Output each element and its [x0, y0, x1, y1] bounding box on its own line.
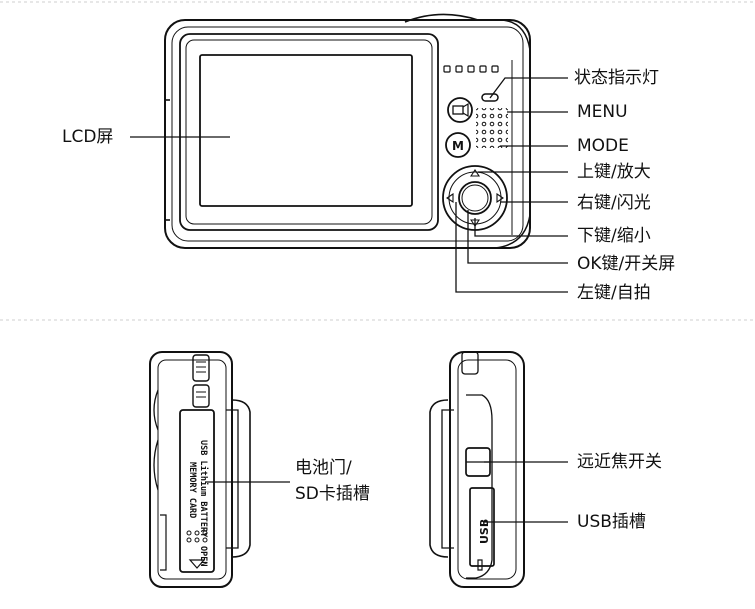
label-right-key: 右键/闪光 — [577, 193, 651, 213]
battery-door — [179, 409, 215, 573]
label-mode: MODE — [577, 136, 629, 156]
battery-door-text: USB Lithium BATTERY MEMORY CARD OPEN — [187, 440, 209, 566]
camera-left-side-view — [149, 351, 251, 588]
door-text-open: OPEN — [198, 546, 208, 566]
ok-button — [458, 181, 492, 215]
door-text-battery: USB Lithium BATTERY — [198, 440, 209, 538]
status-led — [481, 93, 499, 102]
label-ok-key: OK键/开关屏 — [577, 254, 676, 274]
label-up-key: 上键/放大 — [577, 162, 651, 182]
usb-port-text: USB — [478, 519, 491, 544]
speaker-grill — [476, 108, 508, 148]
door-text-memory: MEMORY CARD — [187, 462, 197, 518]
label-status-led: 状态指示灯 — [574, 68, 659, 88]
label-left-key: 左键/自拍 — [577, 283, 651, 303]
menu-button — [445, 132, 471, 158]
lcd-screen — [199, 54, 413, 207]
label-battery-door: 电池门/ — [295, 458, 352, 478]
lcd-bezel — [179, 33, 439, 231]
label-menu: MENU — [577, 102, 628, 122]
label-down-key: 下键/缩小 — [577, 226, 651, 246]
label-usb-slot: USB插槽 — [577, 512, 646, 532]
camera-back-view — [164, 13, 531, 249]
menu-button-glyph: M — [452, 139, 464, 153]
label-focus-switch: 远近焦开关 — [577, 452, 662, 472]
label-sd-slot: SD卡插槽 — [295, 484, 370, 504]
label-lcd: LCD屏 — [62, 127, 114, 147]
back-leader-lines — [130, 77, 568, 293]
camera-right-side-view — [429, 351, 525, 588]
